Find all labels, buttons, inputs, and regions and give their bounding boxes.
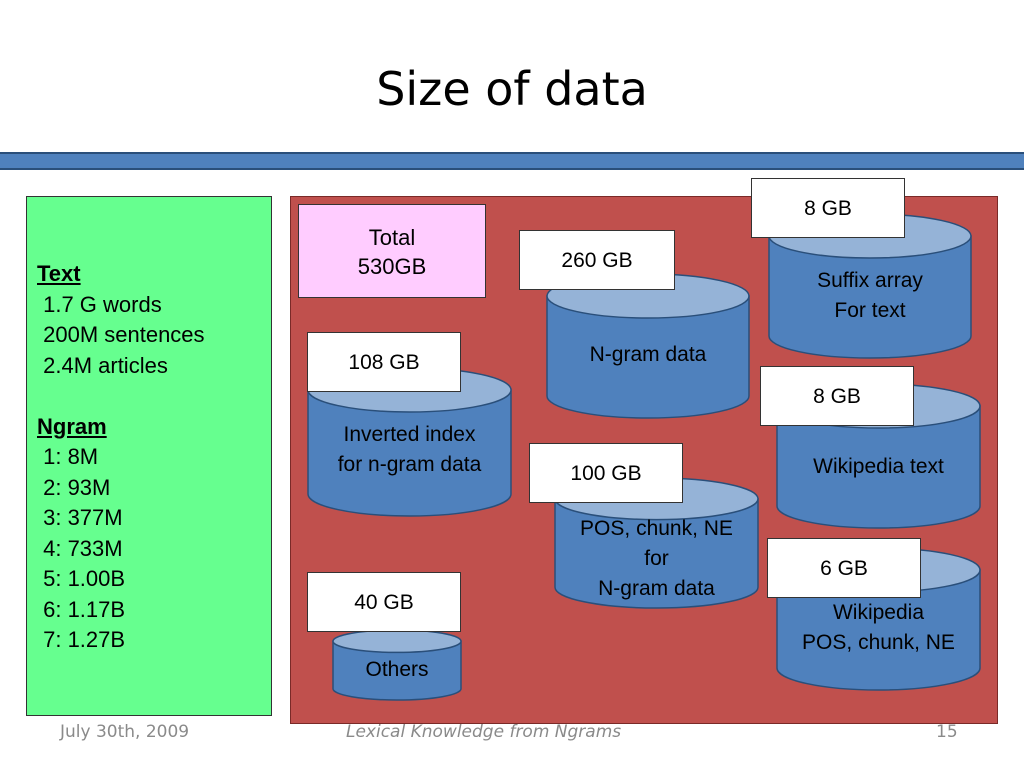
cylinder-body	[776, 405, 981, 529]
footer-title: Lexical Knowledge from Ngrams	[346, 722, 622, 742]
ngram-stat-4: 5: 1.00B	[37, 566, 126, 591]
cylinder-suffix-array: Suffix array For text	[768, 213, 972, 359]
total-label: Total	[368, 225, 416, 250]
ngram-stat-1: 2: 93M	[37, 474, 111, 500]
title-divider-bar	[0, 152, 1024, 170]
stats-text: Text 1.7 G words 200M sentences 2.4M art…	[37, 259, 205, 656]
size-tag-wikipedia-text: 8 GB	[760, 366, 914, 426]
label-line: Inverted index	[343, 423, 476, 446]
text-stat-1: 200M sentences	[37, 322, 205, 347]
cylinder-label: Wikipedia text	[776, 452, 981, 482]
ngram-stat-5: 6: 1.17B	[37, 596, 126, 622]
size-tag-ngram-data: 260 GB	[519, 230, 675, 290]
size-tag-others: 40 GB	[307, 572, 461, 632]
cylinder-label: Inverted index for n-gram data	[307, 420, 512, 480]
stats-box: Text 1.7 G words 200M sentences 2.4M art…	[26, 196, 272, 716]
cylinder-body	[307, 389, 512, 517]
cylinder-body	[546, 295, 750, 419]
cylinder-label: Suffix array For text	[768, 266, 972, 326]
text-heading: Text	[37, 261, 81, 286]
total-value: 530GB	[357, 254, 427, 279]
cylinder-body	[776, 569, 981, 691]
label-line: Wikipedia	[832, 601, 925, 624]
cylinder-others: Others	[332, 629, 462, 701]
size-tag-suffix-array: 8 GB	[751, 178, 905, 238]
label-line: POS, chunk, NE	[580, 517, 733, 540]
slide-title: Size of data	[376, 62, 648, 116]
ngram-stat-6: 7: 1.27B	[37, 627, 126, 652]
label-line: Others	[365, 658, 429, 681]
footer-page-number: 15	[936, 722, 958, 742]
text-stat-0: 1.7 G words	[37, 291, 162, 317]
ngram-stat-3: 4: 733M	[37, 535, 123, 561]
cylinder-body	[554, 498, 759, 609]
cylinder-body	[768, 235, 972, 359]
cylinder-ngram-data: N-gram data	[546, 273, 750, 419]
label-line: For text	[834, 299, 906, 322]
cylinder-label: POS, chunk, NE for N-gram data	[554, 514, 759, 604]
label-line: Suffix array	[817, 269, 923, 292]
cylinder-label: Wikipedia POS, chunk, NE	[776, 598, 981, 658]
cylinder-shape	[554, 477, 759, 609]
label-line: Wikipedia text	[813, 455, 944, 478]
label-line: POS, chunk, NE	[802, 631, 955, 654]
label-line: N-gram data	[598, 577, 715, 600]
cylinder-body	[332, 640, 462, 701]
cylinder-label: N-gram data	[546, 340, 750, 370]
ngram-stat-0: 1: 8M	[37, 444, 99, 469]
ngram-stat-2: 3: 377M	[37, 505, 123, 530]
footer-date: July 30th, 2009	[60, 722, 190, 742]
cylinder-top	[332, 629, 462, 654]
size-tag-wikipedia-pos: 6 GB	[767, 538, 921, 598]
total-box: Total 530GB	[298, 204, 486, 298]
label-line: N-gram data	[589, 343, 707, 366]
ngram-heading: Ngram	[37, 413, 107, 439]
cylinder-pos-chunk-ne: POS, chunk, NE for N-gram data	[554, 477, 759, 609]
size-tag-pos-chunk-ne: 100 GB	[529, 443, 683, 503]
text-stat-2: 2.4M articles	[37, 352, 168, 378]
label-line: for n-gram data	[337, 453, 482, 476]
cylinder-label: Others	[332, 655, 462, 685]
label-line: for	[644, 547, 669, 570]
size-tag-inverted-index: 108 GB	[307, 332, 461, 392]
